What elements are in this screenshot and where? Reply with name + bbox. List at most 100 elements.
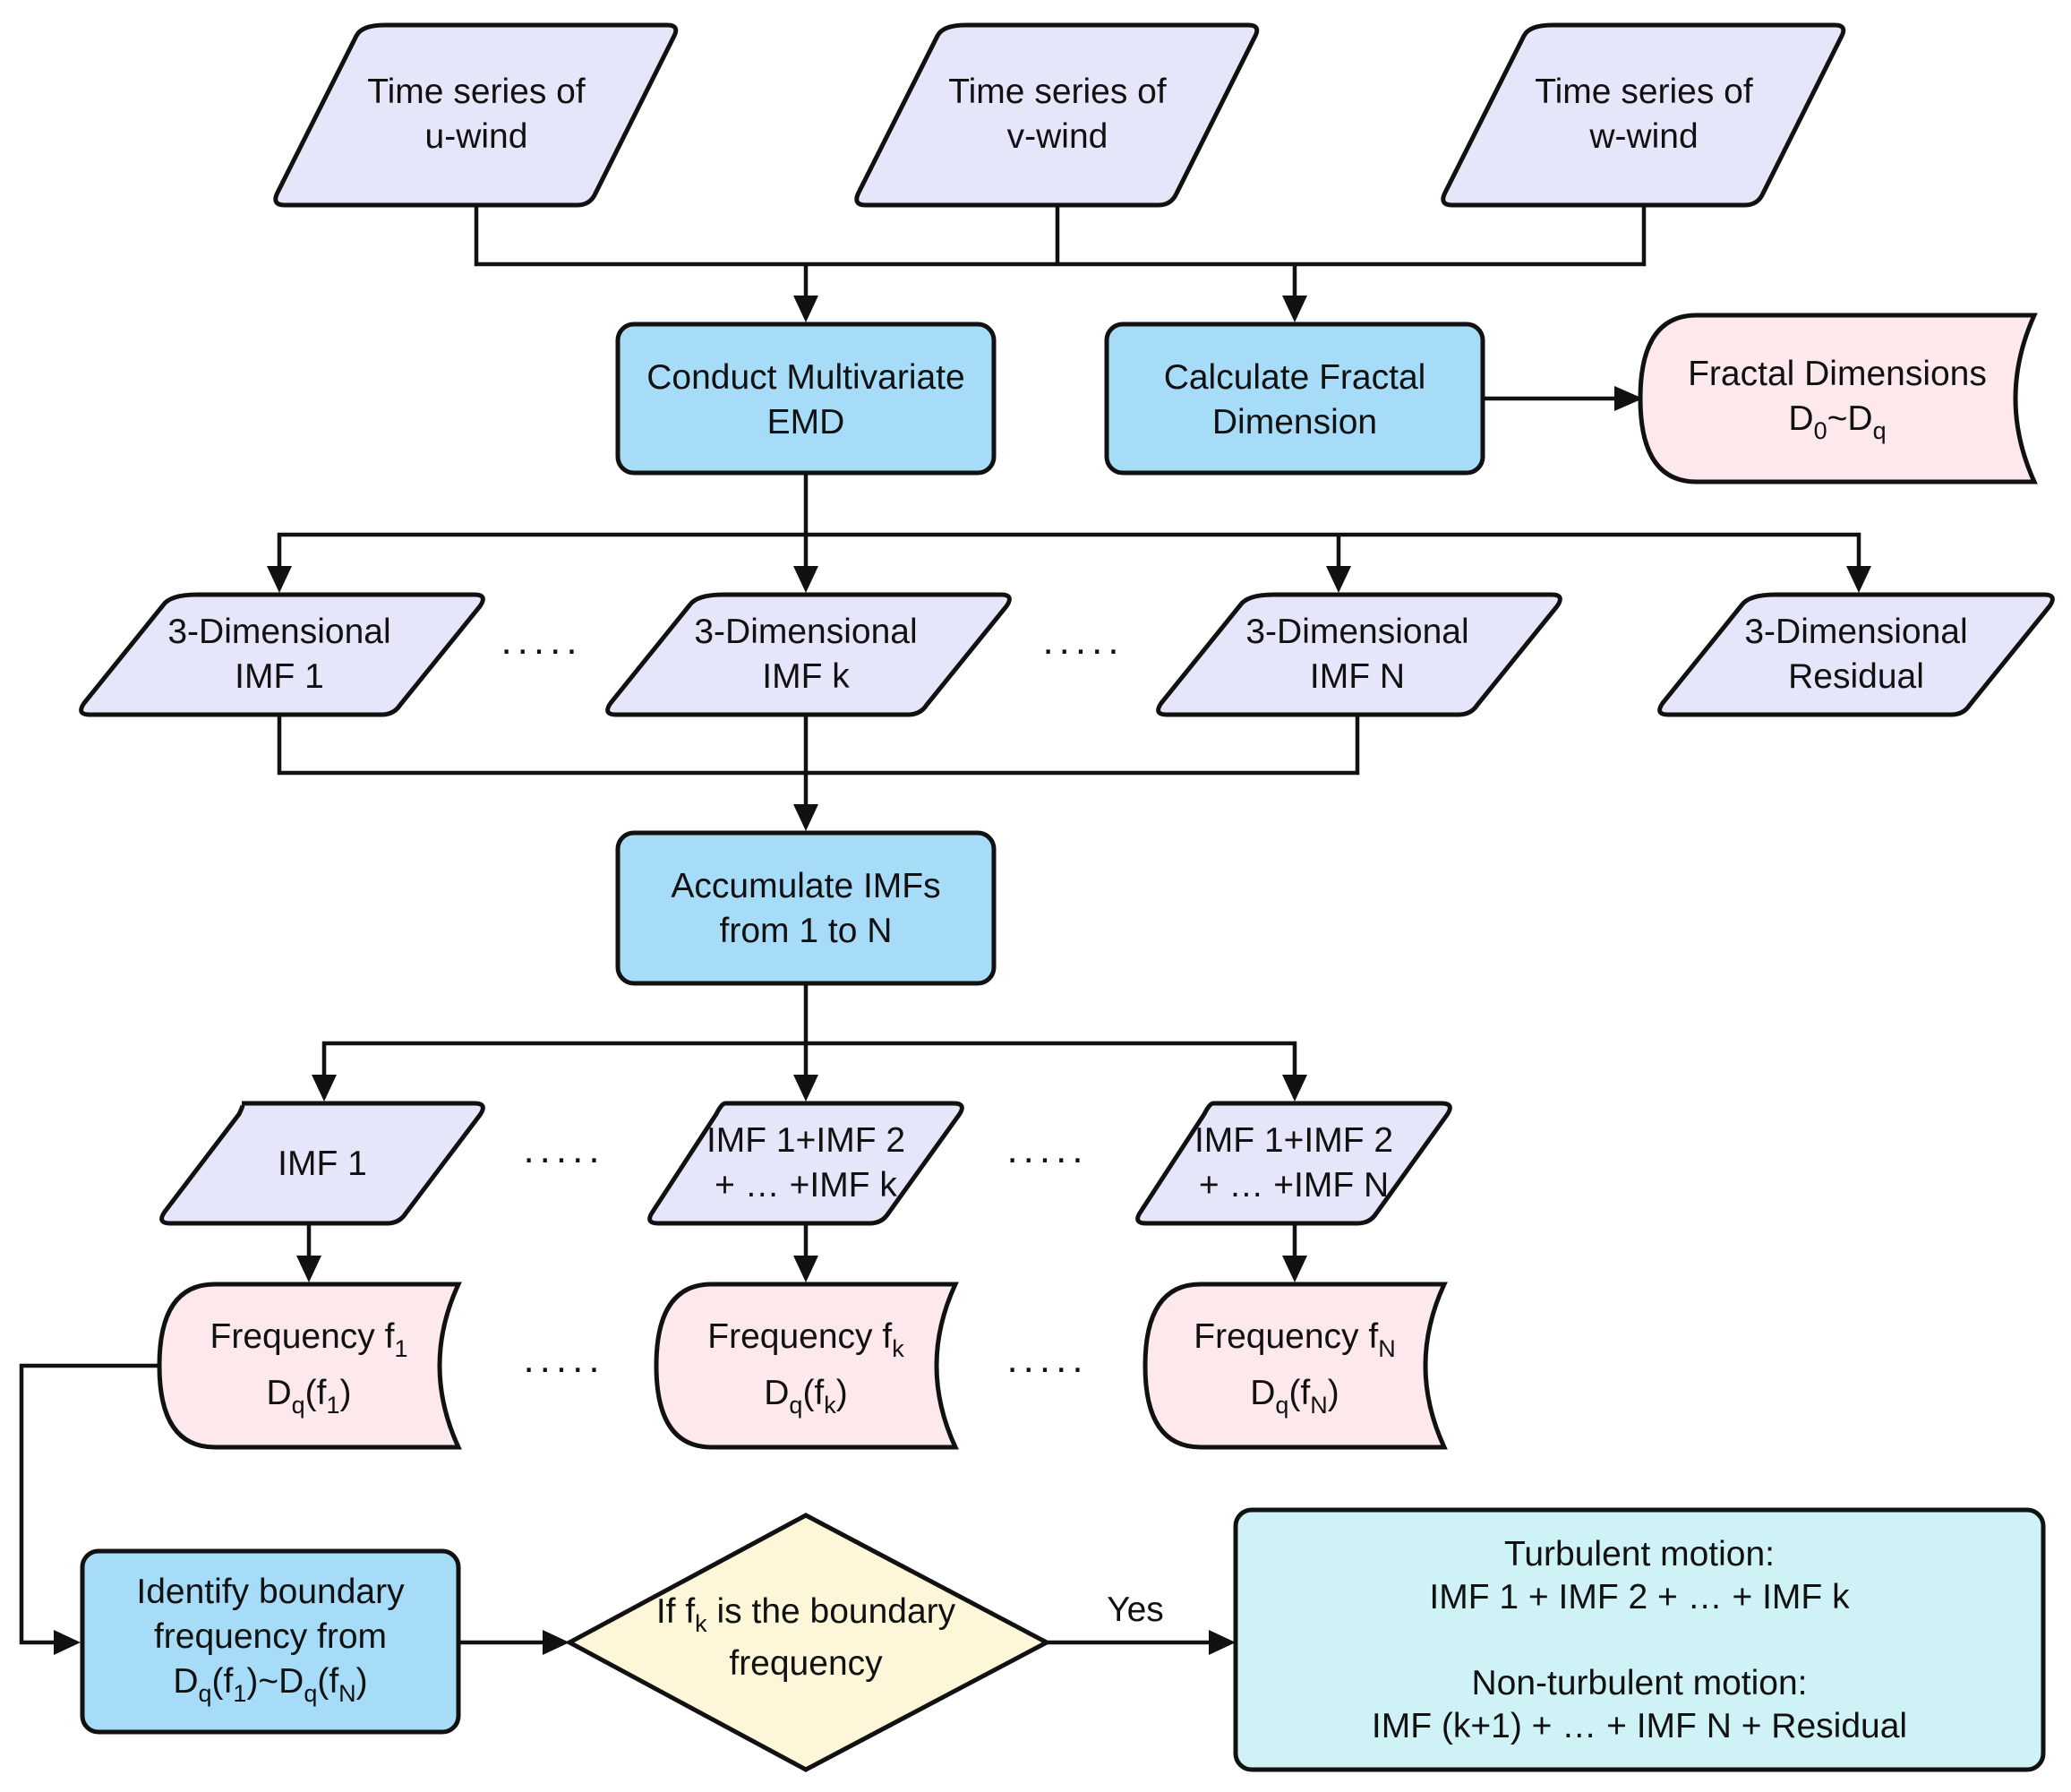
freq-fn-line2: Dq(fN) <box>1250 1374 1339 1419</box>
arrowhead-acc-k <box>793 1075 818 1102</box>
parallelogram-shape <box>273 22 679 208</box>
process-accumulate: Accumulate IMFs from 1 to N <box>615 830 997 986</box>
input-u-wind: Time series of u-wind <box>273 22 679 208</box>
accumulate-line2: from 1 to N <box>720 912 893 950</box>
process-box <box>615 830 997 986</box>
result-box: Turbulent motion: IMF 1 + IMF 2 + … + IM… <box>1233 1507 2046 1772</box>
turbulent-title: Turbulent motion: <box>1504 1535 1775 1573</box>
parallelogram-shape <box>1156 592 1562 717</box>
parallelogram-shape <box>79 592 485 717</box>
identify-line3: Dq(f1)~Dq(fN) <box>173 1662 367 1707</box>
parallelogram-shape <box>1657 592 2055 717</box>
fractal-line2: Dimension <box>1212 403 1377 442</box>
freq-fn-line1: Frequency fN <box>1194 1317 1395 1362</box>
imf3d-k-line1: 3-Dimensional <box>694 613 917 651</box>
arrowhead-imf3d-1 <box>267 566 292 593</box>
ellipsis: ..... <box>523 1128 604 1171</box>
memd-line2: EMD <box>767 403 845 442</box>
freq-fn: Frequency fN Dq(fN) <box>1142 1282 1448 1450</box>
residual-line2: Residual <box>1788 657 1924 696</box>
process-box <box>615 322 997 476</box>
freq-f1-line2: Dq(f1) <box>266 1374 351 1419</box>
arrowhead-decision <box>543 1630 569 1655</box>
input-u-line2: u-wind <box>425 117 528 156</box>
imf3d-residual: 3-Dimensional Residual <box>1657 592 2055 717</box>
input-v-wind: Time series of v-wind <box>854 22 1260 208</box>
arrowhead-fn <box>1282 1256 1307 1282</box>
arrowhead-imf3d-n <box>1326 566 1351 593</box>
arrowhead-residual <box>1846 566 1871 593</box>
nonturbulent-formula: IMF (k+1) + … + IMF N + Residual <box>1372 1707 1907 1745</box>
freq-f1: Frequency f1 Dq(f1) <box>157 1282 462 1450</box>
nonturbulent-title: Non-turbulent motion: <box>1471 1664 1807 1702</box>
ellipsis: ..... <box>501 619 582 663</box>
process-identify: Identify boundary frequency from Dq(f1)~… <box>80 1548 461 1735</box>
arrowhead-f1 <box>296 1256 321 1282</box>
accumulate-line1: Accumulate IMFs <box>671 867 940 905</box>
imf3d-k: 3-Dimensional IMF k <box>605 592 1012 717</box>
imf3d-1: 3-Dimensional IMF 1 <box>79 592 485 717</box>
fractal-dims-line1: Fractal Dimensions <box>1688 355 1987 393</box>
identify-line1: Identify boundary <box>136 1573 405 1611</box>
arrowhead-fk <box>793 1256 818 1282</box>
storage-fractal-dimensions: Fractal Dimensions D0~Dq <box>1638 313 2038 484</box>
freq-f1-line1: Frequency f1 <box>210 1317 408 1362</box>
decision-boundary: If fk is the boundary frequency <box>564 1513 1052 1772</box>
residual-line1: 3-Dimensional <box>1744 613 1967 651</box>
ellipsis: ..... <box>1006 1128 1088 1171</box>
memd-line1: Conduct Multivariate <box>646 358 965 397</box>
identify-line2: frequency from <box>154 1617 387 1656</box>
accum-imfk-line2: + … +IMF k <box>715 1166 897 1205</box>
fractal-line1: Calculate Fractal <box>1164 358 1426 397</box>
accum-imfn: IMF 1+IMF 2 + … +IMF N <box>1135 1101 1452 1226</box>
ellipsis: ..... <box>1006 1337 1088 1381</box>
arrowhead-accum <box>793 804 818 831</box>
parallelogram-shape <box>605 592 1012 717</box>
accum-imfn-line2: + … +IMF N <box>1199 1166 1389 1205</box>
freq-fk-line1: Frequency fk <box>707 1317 904 1362</box>
parallelogram-shape <box>159 1101 485 1226</box>
storage-shape <box>157 1282 462 1450</box>
accum-imfk-line1: IMF 1+IMF 2 <box>706 1121 905 1160</box>
input-v-line2: v-wind <box>1007 117 1108 156</box>
input-v-line1: Time series of <box>948 73 1167 111</box>
arrowhead-imf3d-k <box>793 566 818 593</box>
arrowhead-acc-1 <box>312 1075 337 1102</box>
turbulent-formula: IMF 1 + IMF 2 + … + IMF k <box>1429 1578 1850 1616</box>
connector-f1-to-identify <box>19 1363 159 1645</box>
connector-u-down <box>474 205 1647 267</box>
result-rect <box>1233 1507 2046 1772</box>
input-w-line1: Time series of <box>1535 73 1753 111</box>
connector-imf3d-merge <box>277 715 1360 776</box>
input-w-line2: w-wind <box>1588 117 1698 156</box>
accum-imf1: IMF 1 <box>159 1101 485 1226</box>
parallelogram-shape <box>854 22 1260 208</box>
fractal-dims-line2: D0~Dq <box>1788 399 1886 444</box>
arrowhead-memd <box>793 296 818 322</box>
imf3d-n-line2: IMF N <box>1310 657 1405 696</box>
process-fractal: Calculate Fractal Dimension <box>1104 322 1485 476</box>
ellipsis: ..... <box>1042 619 1124 663</box>
ellipsis: ..... <box>523 1337 604 1381</box>
imf3d-k-line2: IMF k <box>762 657 850 696</box>
decision-line2: frequency <box>729 1644 883 1683</box>
freq-fk: Frequency fk Dq(fk) <box>654 1282 959 1450</box>
parallelogram-shape <box>647 1101 964 1226</box>
imf3d-n: 3-Dimensional IMF N <box>1156 592 1562 717</box>
imf3d-1-line1: 3-Dimensional <box>167 613 390 651</box>
arrowhead-identify <box>54 1630 81 1655</box>
imf3d-n-line1: 3-Dimensional <box>1245 613 1468 651</box>
process-box <box>80 1548 461 1735</box>
decision-diamond <box>564 1513 1052 1772</box>
imf3d-1-line2: IMF 1 <box>235 657 324 696</box>
connectors <box>19 205 1871 1655</box>
parallelogram-shape <box>1441 22 1846 208</box>
process-box <box>1104 322 1485 476</box>
yes-label: Yes <box>1107 1591 1164 1629</box>
arrowhead-acc-n <box>1282 1075 1307 1102</box>
arrowhead-dims <box>1614 386 1643 411</box>
connector-accum-bar <box>321 1041 1297 1082</box>
input-w-wind: Time series of w-wind <box>1441 22 1846 208</box>
freq-fk-line2: Dq(fk) <box>764 1374 848 1419</box>
